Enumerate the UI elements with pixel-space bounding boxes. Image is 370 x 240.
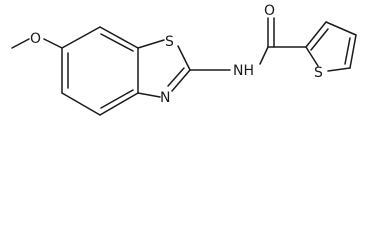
bond-methyl-o [11,38,30,49]
bond-thiophene-c3-c4 [325,21,357,36]
bond-c7a-s [137,39,165,49]
bond-s-c2 [177,45,191,71]
bond-c2-n-double [167,67,185,87]
bond-c2-n [171,69,191,92]
bond-c5-c4 [61,92,101,116]
bond-thiophene-c4-c5 [349,34,357,69]
chemical-structure: O S N NH O S [11,3,357,116]
bond-thiophene-c5-s [327,67,351,72]
bond-thiophene-c2-c3-double [310,28,329,51]
bond-thiophene-c2-c3 [305,21,327,48]
bond-c4-c3a-double [100,89,134,109]
atom-label-methoxy-o: O [30,31,41,47]
bond-thiophene-c4-c5-double [344,37,351,65]
atom-label-carbonyl-o: O [264,3,275,19]
bond-c4-c3a [99,92,139,116]
structure-drawing: O S N NH O S [11,3,357,116]
bond-c6-c7 [61,26,101,49]
atom-label-thiophene-s: S [314,65,323,81]
bond-c7a-c7-double [100,33,134,52]
bond-o-ring [43,38,63,49]
bond-nh-carbonyl [259,46,269,65]
bond-thiophene-s-c2 [305,46,319,67]
atom-label-thiazole-n: N [160,90,170,106]
atom-label-amide-nh: NH [233,63,254,79]
bond-n-c3a [137,92,161,98]
bond-c7a-c7 [99,26,139,49]
atom-label-thiazole-s: S [165,34,174,50]
